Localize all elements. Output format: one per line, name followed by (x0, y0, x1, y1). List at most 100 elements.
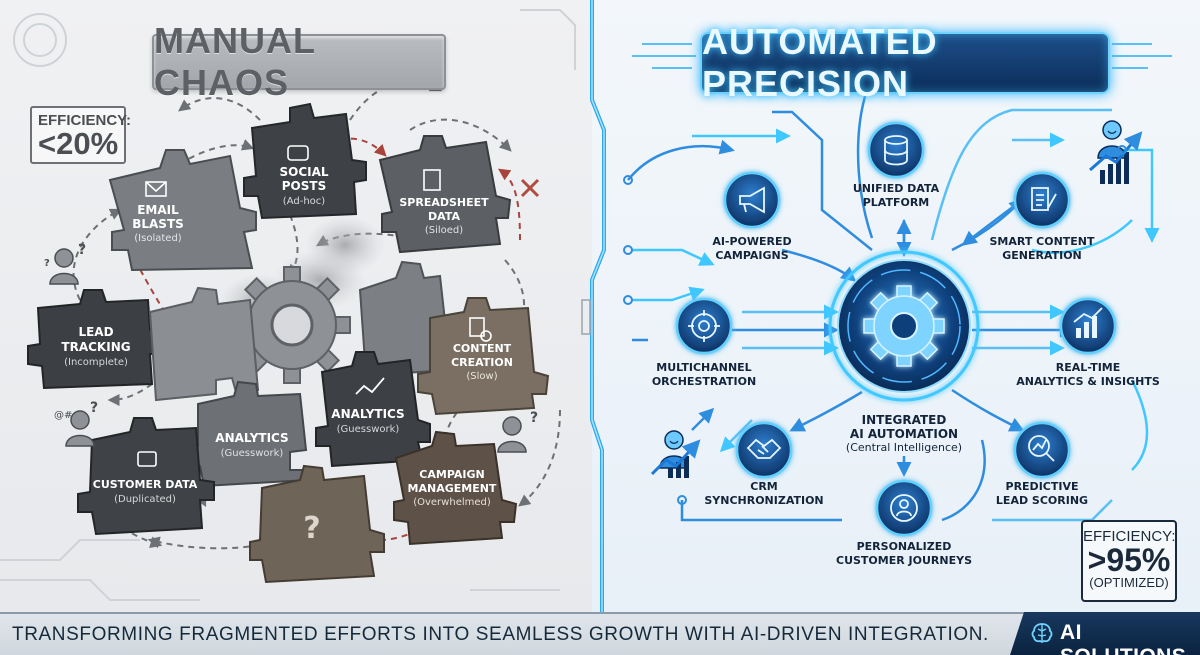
piece-title: CONTENT (453, 342, 512, 355)
node-label: PLATFORM (863, 196, 930, 209)
footer-tagline: TRANSFORMING FRAGMENTED EFFORTS INTO SEA… (12, 624, 989, 645)
piece-title: BLASTS (132, 217, 184, 231)
central-ai-hub (828, 250, 980, 402)
envelope-icon (145, 181, 167, 197)
node-multichannel-orchestration: MULTICHANNEL ORCHESTRATION (652, 297, 756, 388)
piece-title: CAMPAIGN (419, 468, 484, 481)
bar-chart-icon (1073, 307, 1103, 338)
error-x-icon (520, 178, 540, 198)
puzzle-piece-lead-tracking: LEAD TRACKING (Incomplete) (27, 289, 166, 390)
node-label: CUSTOMER JOURNEYS (836, 554, 972, 567)
puzzle-piece-analytics-right: ANALYTICS (Guesswork) (315, 351, 431, 468)
happy-person-growth-icon (650, 430, 701, 478)
brand-badge: AI SOLUTIONS (1010, 612, 1200, 655)
document-search-icon (469, 317, 485, 337)
hub-subtitle: (Central Intelligence) (846, 441, 962, 454)
piece-subtitle: (Siloed) (425, 225, 463, 236)
node-label: PREDICTIVE (1006, 480, 1079, 493)
node-label: UNIFIED DATA (853, 182, 940, 195)
piece-title: SPREADSHEET (399, 196, 489, 209)
piece-subtitle: (Duplicated) (114, 494, 176, 505)
efficiency-value: <20% (38, 126, 119, 161)
puzzle-piece-unknown: ? (249, 464, 385, 584)
automated-precision-title: AUTOMATED PRECISION (700, 21, 1110, 104)
puzzle-piece-campaign-management: CAMPAIGN MANAGEMENT (Overwhelmed) (393, 430, 518, 546)
node-label: SYNCHRONIZATION (704, 494, 823, 507)
node-label: SMART CONTENT (989, 235, 1095, 248)
piece-title: DATA (428, 210, 460, 223)
magnifier-chart-icon (1028, 435, 1055, 462)
brain-icon (1031, 623, 1053, 644)
puzzle-piece-content-creation: CONTENT CREATION (Slow) (417, 297, 550, 416)
node-label: PERSONALIZED (857, 540, 952, 553)
confused-person-icon: ? @# (54, 400, 98, 447)
happy-person-growth-icon (1089, 120, 1143, 184)
manual-chaos-title: MANUAL CHAOS (152, 20, 446, 103)
node-label: AI-POWERED (712, 235, 791, 248)
circuit-decoration (0, 9, 576, 601)
efficiency-note: (OPTIMIZED) (1089, 575, 1169, 590)
circuit-decoration (623, 145, 1127, 505)
node-label: CRM (750, 480, 778, 493)
user-target-icon (890, 494, 918, 522)
piece-title: LEAD (78, 325, 113, 339)
svg-text:?: ? (78, 242, 86, 258)
efficiency-badge-right: EFFICIENCY: >95% (OPTIMIZED) (1081, 520, 1177, 602)
chaos-diagram: EMAIL BLASTS (Isolated) SOCIAL POSTS (Ad… (0, 9, 576, 601)
svg-text:?: ? (530, 410, 538, 426)
hub-title: INTEGRATED (862, 413, 947, 427)
handshake-icon (746, 438, 782, 459)
efficiency-value: >95% (1087, 542, 1171, 578)
piece-title: EMAIL (137, 203, 179, 217)
svg-text:@#: @# (54, 410, 72, 421)
svg-text:?: ? (44, 258, 50, 269)
node-crm-synchronization: CRM SYNCHRONIZATION (704, 421, 824, 507)
target-icon (688, 310, 720, 342)
piece-title: SOCIAL (279, 165, 328, 179)
question-mark: ? (303, 511, 320, 546)
piece-title: CUSTOMER DATA (93, 478, 198, 491)
gear-icon (863, 285, 945, 367)
node-personalized-customer-journeys: PERSONALIZED CUSTOMER JOURNEYS (836, 479, 972, 567)
footer-bar: TRANSFORMING FRAGMENTED EFFORTS INTO SEA… (0, 612, 1200, 655)
hub-title: AI AUTOMATION (850, 427, 958, 441)
piece-title: ANALYTICS (331, 407, 404, 421)
efficiency-label: EFFICIENCY: (1083, 528, 1176, 545)
brand-name: AI SOLUTIONS (1060, 621, 1186, 655)
node-label: LEAD SCORING (996, 494, 1088, 507)
piece-subtitle: (Guesswork) (337, 424, 400, 435)
node-label: CAMPAIGNS (715, 249, 788, 262)
piece-subtitle: (Ad-hoc) (283, 196, 325, 207)
piece-title: MANAGEMENT (408, 482, 497, 495)
efficiency-label: EFFICIENCY: (38, 112, 132, 129)
piece-subtitle: (Guesswork) (221, 448, 284, 459)
node-predictive-lead-scoring: PREDICTIVE LEAD SCORING (996, 421, 1088, 507)
node-unified-data-platform: UNIFIED DATA PLATFORM (853, 121, 940, 209)
svg-text:?: ? (90, 400, 98, 416)
piece-title: CREATION (451, 356, 513, 369)
node-label: ANALYTICS & INSIGHTS (1016, 375, 1160, 388)
puzzle-piece-analytics-left: ANALYTICS (Guesswork) (187, 380, 310, 488)
piece-title: ANALYTICS (215, 431, 288, 445)
node-label: GENERATION (1002, 249, 1082, 262)
puzzle-piece-customer-data: CUSTOMER DATA (Duplicated) (77, 417, 215, 536)
node-ai-powered-campaigns: AI-POWERED CAMPAIGNS (712, 171, 792, 262)
efficiency-badge-left: EFFICIENCY: <20% (30, 106, 132, 164)
wallet-icon (137, 451, 157, 467)
line-chart-icon (355, 377, 385, 395)
panel-divider (581, 0, 606, 612)
megaphone-icon (739, 186, 765, 214)
node-label: REAL-TIME (1056, 361, 1121, 374)
node-smart-content-generation: SMART CONTENT GENERATION (989, 171, 1095, 262)
database-icon (884, 135, 908, 166)
piece-subtitle: (Isolated) (134, 233, 182, 244)
circuit-decoration (632, 43, 1172, 69)
puzzle-piece-email-blasts: EMAIL BLASTS (Isolated) (108, 149, 257, 272)
piece-subtitle: (Slow) (466, 371, 497, 382)
piece-subtitle: (Overwhelmed) (413, 497, 491, 508)
confused-person-icon: ? (497, 410, 538, 453)
piece-title: POSTS (282, 179, 326, 193)
node-label: ORCHESTRATION (652, 375, 756, 388)
document-edit-icon (1031, 187, 1057, 211)
